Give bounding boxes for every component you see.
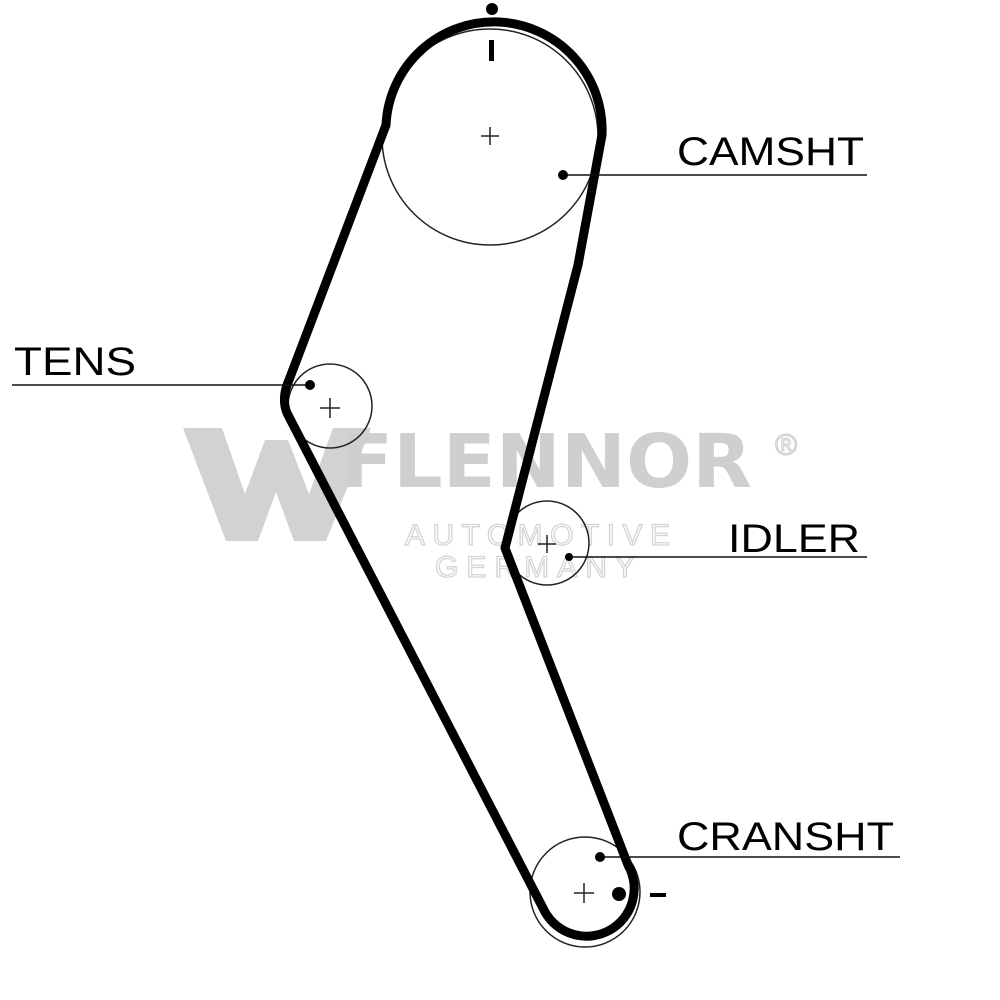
idler-leader-dot bbox=[565, 553, 573, 561]
crankshaft-timing-dash bbox=[650, 893, 666, 897]
timing-belt bbox=[279, 17, 639, 941]
idler-label: IDLER bbox=[728, 517, 860, 561]
watermark-germany-text: GERMANY bbox=[435, 551, 635, 584]
camshaft-label: CAMSHT bbox=[677, 130, 864, 174]
crankshaft-label: CRANSHT bbox=[677, 815, 894, 859]
flennor-watermark: FLENNOR ® AUTOMOTIVE GERMANY bbox=[183, 419, 798, 585]
crankshaft-leader-dot bbox=[595, 852, 605, 862]
tensioner-leader-dot bbox=[305, 380, 315, 390]
timing-marks bbox=[486, 3, 666, 901]
watermark-brand-text: FLENNOR bbox=[340, 419, 752, 505]
crankshaft-center-cross bbox=[574, 883, 594, 903]
camshaft-timing-dot bbox=[486, 3, 498, 15]
idler-center-cross bbox=[538, 535, 556, 553]
tensioner-label: TENS bbox=[14, 340, 136, 384]
tensioner-center-cross bbox=[320, 398, 340, 418]
center-marks bbox=[320, 127, 594, 903]
watermark-logo-mark bbox=[183, 428, 371, 541]
camshaft-center-cross bbox=[481, 127, 499, 145]
watermark-automotive-text: AUTOMOTIVE bbox=[405, 519, 670, 552]
camshaft-leader-dot bbox=[558, 170, 568, 180]
crankshaft-timing-dot bbox=[612, 887, 626, 901]
leader-dots bbox=[305, 170, 605, 862]
watermark-registered-mark: ® bbox=[775, 429, 797, 462]
leader-lines bbox=[12, 174, 900, 858]
camshaft-timing-tick bbox=[489, 40, 494, 61]
